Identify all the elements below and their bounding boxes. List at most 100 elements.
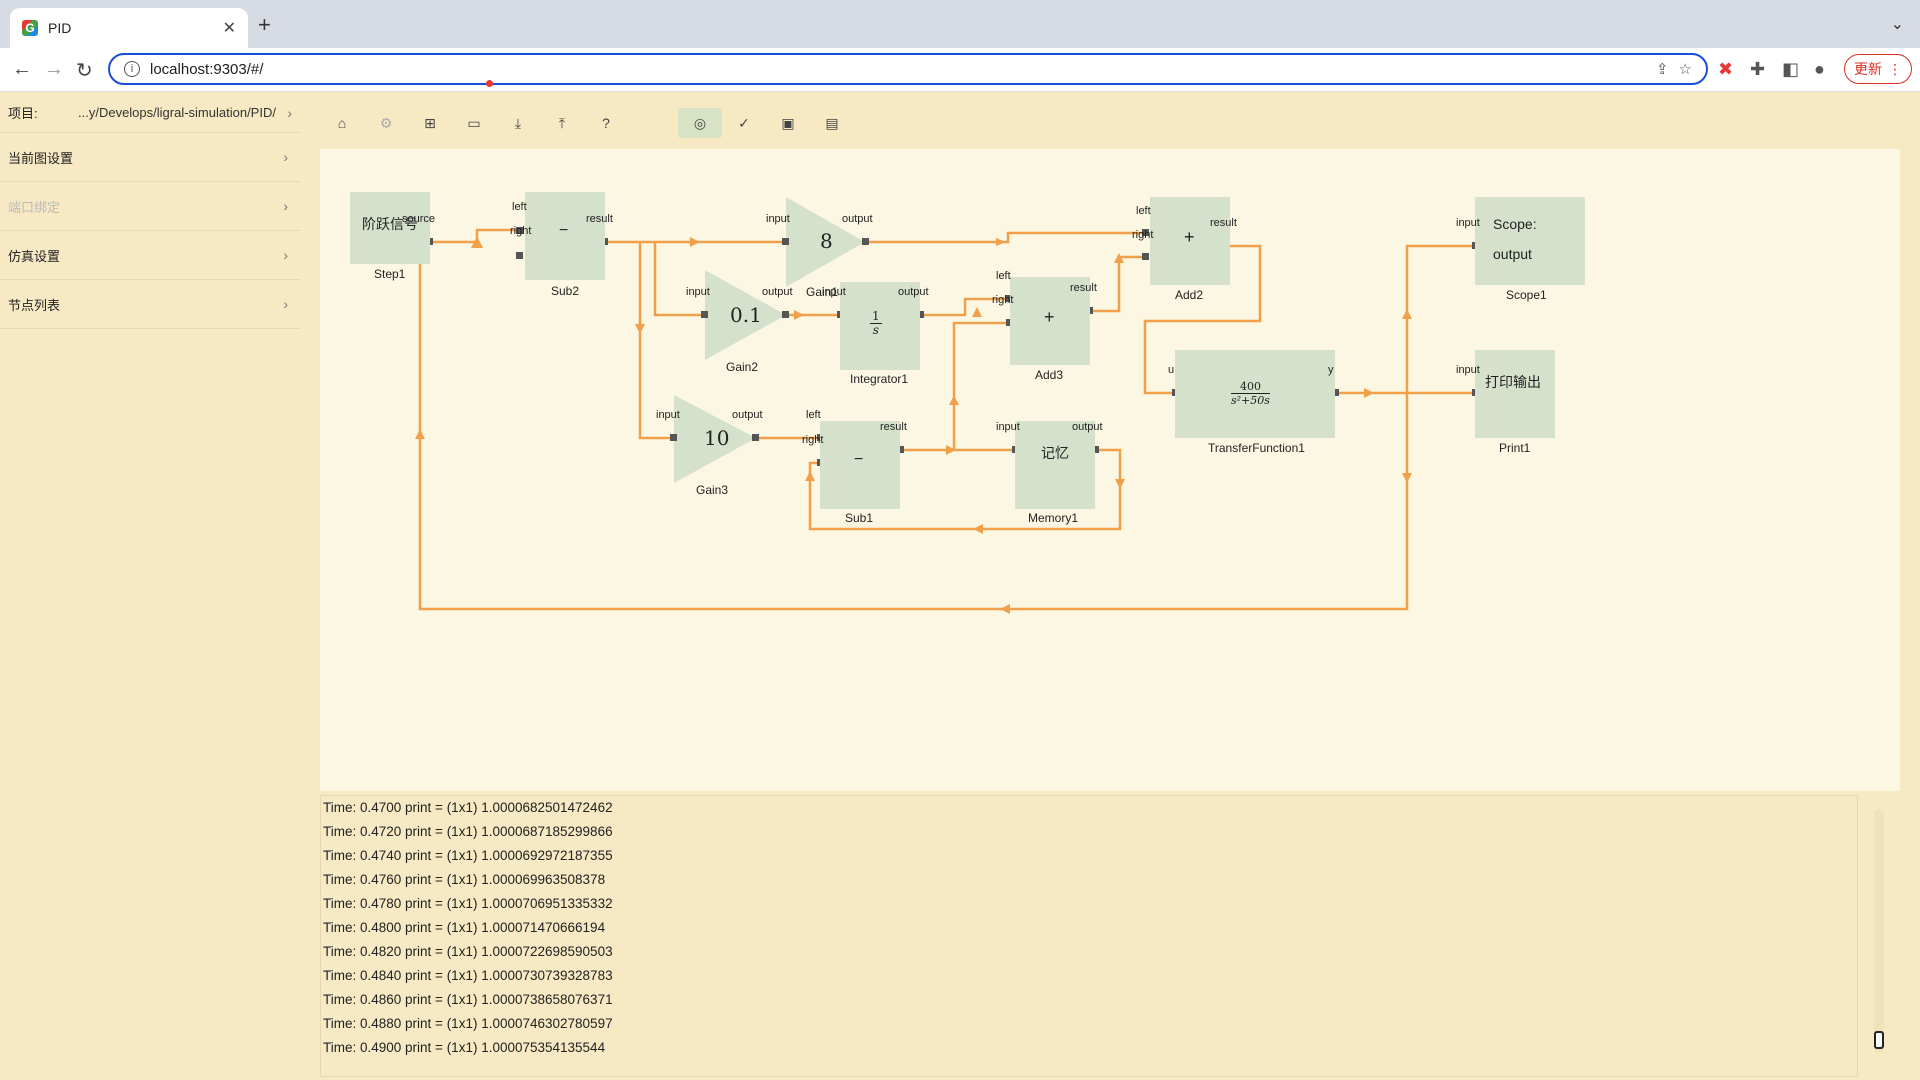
profile-avatar-icon[interactable]: ● <box>1814 59 1825 79</box>
chevron-right-icon: › <box>287 104 292 121</box>
sidebar-item-node-list[interactable]: 节点列表 › <box>0 280 300 329</box>
sub2-block[interactable]: − <box>525 192 605 280</box>
gain1-port-output: output <box>842 213 873 225</box>
print1-text: 打印输出 <box>1485 374 1541 390</box>
scope1-block[interactable]: Scope: output <box>1475 197 1585 285</box>
tf1-num: 400 <box>1231 380 1270 394</box>
sub1-label: Sub1 <box>845 511 874 525</box>
sidebar-item-label: 端口绑定 <box>8 199 61 215</box>
side-panel-icon[interactable]: ◧ <box>1782 59 1800 79</box>
add3-block[interactable]: + <box>1010 277 1090 365</box>
download-icon[interactable]: ⤓ <box>514 114 522 131</box>
sidebar-item-diagram-settings[interactable]: 当前图设置 › <box>0 133 300 182</box>
console-line: Time: 0.4740 print = (1x1) 1.00006929721… <box>323 848 613 863</box>
new-folder-icon[interactable]: ⊞ <box>424 114 436 131</box>
integrator1-block[interactable]: 1 s <box>840 282 920 370</box>
console-scroll-thumb[interactable] <box>1874 1031 1884 1049</box>
sidebar: 项目: ...y/Develops/ligral-simulation/PID/… <box>0 93 300 1080</box>
memory1-block[interactable]: 记忆 <box>1015 421 1095 509</box>
add2-block[interactable]: + <box>1150 197 1230 285</box>
address-bar[interactable]: i localhost:9303/#/ ⇪ ☆ <box>108 53 1708 85</box>
upload-icon[interactable]: ⤒ <box>558 114 566 131</box>
tab-title: PID <box>48 20 72 36</box>
wire[interactable] <box>638 242 674 440</box>
sub1-port-left: left <box>806 409 821 421</box>
sub1-text: − <box>854 451 864 468</box>
update-button[interactable]: 更新 ⋮ <box>1844 54 1912 84</box>
share-icon[interactable]: ⇪ <box>1655 61 1669 78</box>
browser-toolbar: ← → ↻ i localhost:9303/#/ ⇪ ☆ ✖ ✚ ◧ ● 更新… <box>0 48 1920 92</box>
integrator1-fraction: 1 s <box>870 310 882 337</box>
url-text: localhost:9303/#/ <box>150 60 264 78</box>
gain1-value: 8 <box>820 229 833 253</box>
extensions-puzzle-icon[interactable]: ✚ <box>1750 59 1766 79</box>
integrator1-num: 1 <box>870 309 882 324</box>
check-icon[interactable]: ✓ <box>738 114 750 131</box>
browser-tab[interactable]: G PID ✕ <box>10 8 248 48</box>
wire[interactable] <box>1405 244 1475 393</box>
add2-label: Add2 <box>1175 288 1204 302</box>
chart-icon[interactable]: ▣ <box>781 114 795 131</box>
integrator1-port-output: output <box>898 286 929 298</box>
console-line: Time: 0.4720 print = (1x1) 1.00006871852… <box>323 824 613 839</box>
print1-block[interactable]: 打印输出 <box>1475 350 1555 438</box>
sub1-port-right: right <box>802 434 824 446</box>
open-folder-icon[interactable]: ▭ <box>467 114 481 131</box>
back-icon[interactable]: ← <box>12 58 32 80</box>
diagram-canvas[interactable]: 阶跃信号 source Step1 − left right result Su… <box>320 149 1900 791</box>
home-icon[interactable]: ⌂ <box>337 115 347 131</box>
step1-block[interactable]: 阶跃信号 <box>350 192 430 264</box>
gain1-port-input: input <box>766 213 790 225</box>
wire[interactable] <box>865 231 1146 244</box>
console-output[interactable]: Time: 0.4700 print = (1x1) 1.00006825014… <box>320 795 1858 1077</box>
gain3-port-output: output <box>732 409 763 421</box>
wire[interactable] <box>920 297 1010 317</box>
new-tab-icon[interactable]: + <box>258 12 271 37</box>
add2-port-right: right <box>1132 229 1154 241</box>
wire[interactable] <box>808 448 1122 531</box>
tf1-label: TransferFunction1 <box>1208 441 1305 455</box>
document-icon[interactable]: ▤ <box>825 114 839 131</box>
scope1-line1: Scope: <box>1493 216 1537 232</box>
settings-icon[interactable]: ⚙ <box>379 114 393 131</box>
site-info-icon[interactable]: i <box>124 61 140 77</box>
print1-port-input: input <box>1456 364 1480 376</box>
tf1-block[interactable]: 400 s²+50s <box>1175 350 1335 438</box>
project-row[interactable]: 项目: ...y/Develops/ligral-simulation/PID/… <box>0 93 300 133</box>
tf1-fraction: 400 s²+50s <box>1231 380 1270 407</box>
add3-text: + <box>1044 307 1055 327</box>
tab-search-chevron-icon[interactable]: ⌄ <box>1890 16 1904 33</box>
tf1-port-u: u <box>1168 364 1175 376</box>
extension-icon[interactable]: ✖ <box>1718 59 1734 79</box>
gain3-port-input: input <box>656 409 680 421</box>
add3-label: Add3 <box>1035 368 1064 382</box>
gain1-shape <box>786 197 865 287</box>
forward-icon[interactable]: → <box>44 58 64 80</box>
more-menu-icon: ⋮ <box>1888 60 1902 77</box>
wire[interactable] <box>952 321 1010 450</box>
wire[interactable] <box>1143 244 1262 395</box>
sidebar-item-simulation-settings[interactable]: 仿真设置 › <box>0 231 300 280</box>
help-icon[interactable]: ? <box>602 115 610 131</box>
run-icon[interactable]: ◎ <box>678 108 722 138</box>
console-line: Time: 0.4840 print = (1x1) 1.00007307393… <box>323 968 613 983</box>
gain3-label: Gain3 <box>696 483 729 497</box>
gain2-shape <box>705 270 786 360</box>
console-line: Time: 0.4700 print = (1x1) 1.00006825014… <box>323 800 613 815</box>
scope1-label: Scope1 <box>1506 288 1547 302</box>
chevron-right-icon: › <box>283 198 288 214</box>
wire[interactable] <box>653 242 705 317</box>
console-line: Time: 0.4820 print = (1x1) 1.00007226985… <box>323 944 613 959</box>
bookmark-star-icon[interactable]: ☆ <box>1678 61 1692 78</box>
close-tab-icon[interactable]: ✕ <box>222 20 236 37</box>
reload-icon[interactable]: ↻ <box>76 60 93 82</box>
add2-text: + <box>1184 227 1195 247</box>
sub2-port-result: result <box>586 213 613 225</box>
memory1-port-input: input <box>996 421 1020 433</box>
console-scrollbar[interactable] <box>1874 809 1884 1053</box>
add3-port-right: right <box>992 294 1014 306</box>
sub1-block[interactable]: − <box>820 421 900 509</box>
integrator1-port-input: input <box>822 286 846 298</box>
wire[interactable] <box>1090 255 1146 313</box>
console-line: Time: 0.4860 print = (1x1) 1.00007386580… <box>323 992 613 1007</box>
